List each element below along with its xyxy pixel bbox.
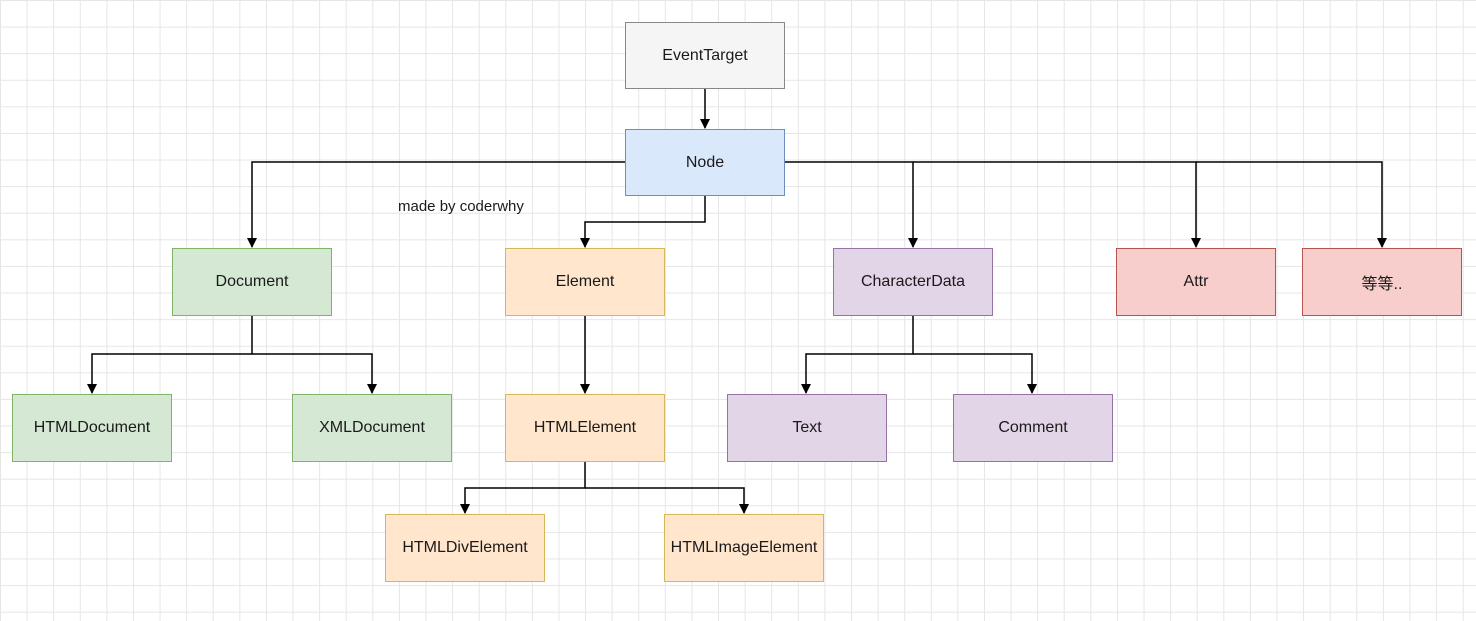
node-etc[interactable]: 等等.. <box>1302 248 1462 316</box>
node-htmldocument[interactable]: HTMLDocument <box>12 394 172 462</box>
edge-node-etc <box>1196 161 1387 248</box>
edge-node-document <box>247 161 625 248</box>
node-element[interactable]: Element <box>505 248 665 316</box>
node-htmlimageelement-label: HTMLImageElement <box>670 539 818 556</box>
edge-node-attr <box>913 161 1201 248</box>
node-xmldocument-label: XMLDocument <box>319 419 425 436</box>
node-characterdata[interactable]: CharacterData <box>833 248 993 316</box>
node-attr-label: Attr <box>1183 273 1209 290</box>
node-attr[interactable]: Attr <box>1116 248 1276 316</box>
node-comment-label: Comment <box>998 419 1068 436</box>
node-htmldivelement-label: HTMLDivElement <box>402 539 528 556</box>
node-text-label: Text <box>792 419 822 436</box>
node-etc-label: 等等.. <box>1361 276 1403 293</box>
watermark-text: made by coderwhy <box>398 198 524 215</box>
edge-node-element <box>580 196 706 248</box>
node-htmlelement-label: HTMLElement <box>533 419 637 436</box>
edge-node-characterdata <box>785 161 918 248</box>
edge-document-xmldocument <box>252 353 377 394</box>
edge-characterdata-text <box>801 316 914 394</box>
node-element-label: Element <box>555 273 615 290</box>
node-node[interactable]: Node <box>625 129 785 196</box>
edge-document-htmldocument <box>87 316 253 394</box>
edge-htmlelement-htmldivelement <box>460 462 586 514</box>
node-node-label: Node <box>685 153 725 171</box>
edge-characterdata-comment <box>913 353 1037 394</box>
node-document[interactable]: Document <box>172 248 332 316</box>
node-htmlimageelement[interactable]: HTMLImageElement <box>664 514 824 582</box>
node-htmldocument-label: HTMLDocument <box>33 419 151 436</box>
node-characterdata-label: CharacterData <box>860 273 966 290</box>
node-document-label: Document <box>215 273 289 290</box>
node-eventtarget-label: EventTarget <box>662 46 748 64</box>
node-htmldivelement[interactable]: HTMLDivElement <box>385 514 545 582</box>
node-xmldocument[interactable]: XMLDocument <box>292 394 452 462</box>
node-eventtarget[interactable]: EventTarget <box>625 22 785 89</box>
edge-htmlelement-htmlimageelement <box>585 487 749 514</box>
node-text[interactable]: Text <box>727 394 887 462</box>
node-comment[interactable]: Comment <box>953 394 1113 462</box>
node-htmlelement[interactable]: HTMLElement <box>505 394 665 462</box>
